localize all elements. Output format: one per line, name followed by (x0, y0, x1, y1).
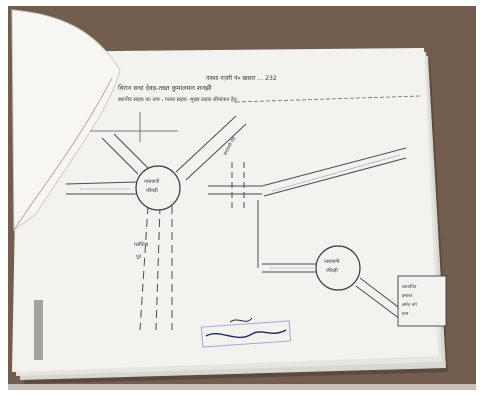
road-hatching (80, 154, 401, 269)
roundabout-left-label-1: नारायणी (144, 178, 160, 185)
header-underline (235, 95, 421, 103)
annotation-box-line-2: इमारत (402, 294, 413, 299)
stack-edge (34, 300, 43, 360)
roundabout-right (315, 245, 361, 291)
paper-sheet (12, 48, 438, 372)
roundabout-left (135, 165, 181, 211)
roundabout-right-label-2: जीवड़ी (326, 267, 338, 274)
header-line-2: विरान सचा देवड़-तख्त कुमालमल शनझी (118, 84, 212, 92)
header-line-1: नक्शा नज़री नं० खसरा … 232 (206, 74, 277, 82)
road-label-lower: प्लॉटिया (134, 241, 149, 248)
curled-page-fold (13, 77, 113, 231)
annotation-box-line-1: प्रस्तावित (402, 283, 417, 290)
blue-stamp (200, 317, 292, 348)
roundabout-right-label-1: नारायणी (324, 258, 340, 265)
paper-bottom-edge (8, 384, 476, 390)
road-label-lower-2: पूर्व (136, 253, 142, 260)
annotation-box (397, 275, 447, 327)
curled-page (11, 9, 121, 231)
header-line-3: स्थानीय सड़क का नाम - गल्ला सड़क -मुख्य … (118, 96, 238, 103)
roundabout-left-label-2: जीवड़ी (146, 187, 158, 194)
road-network (65, 115, 411, 331)
annotation-box-line-3: समेत वर्ग (402, 301, 418, 308)
annotation-box-line-4: ग्राम (402, 312, 409, 317)
